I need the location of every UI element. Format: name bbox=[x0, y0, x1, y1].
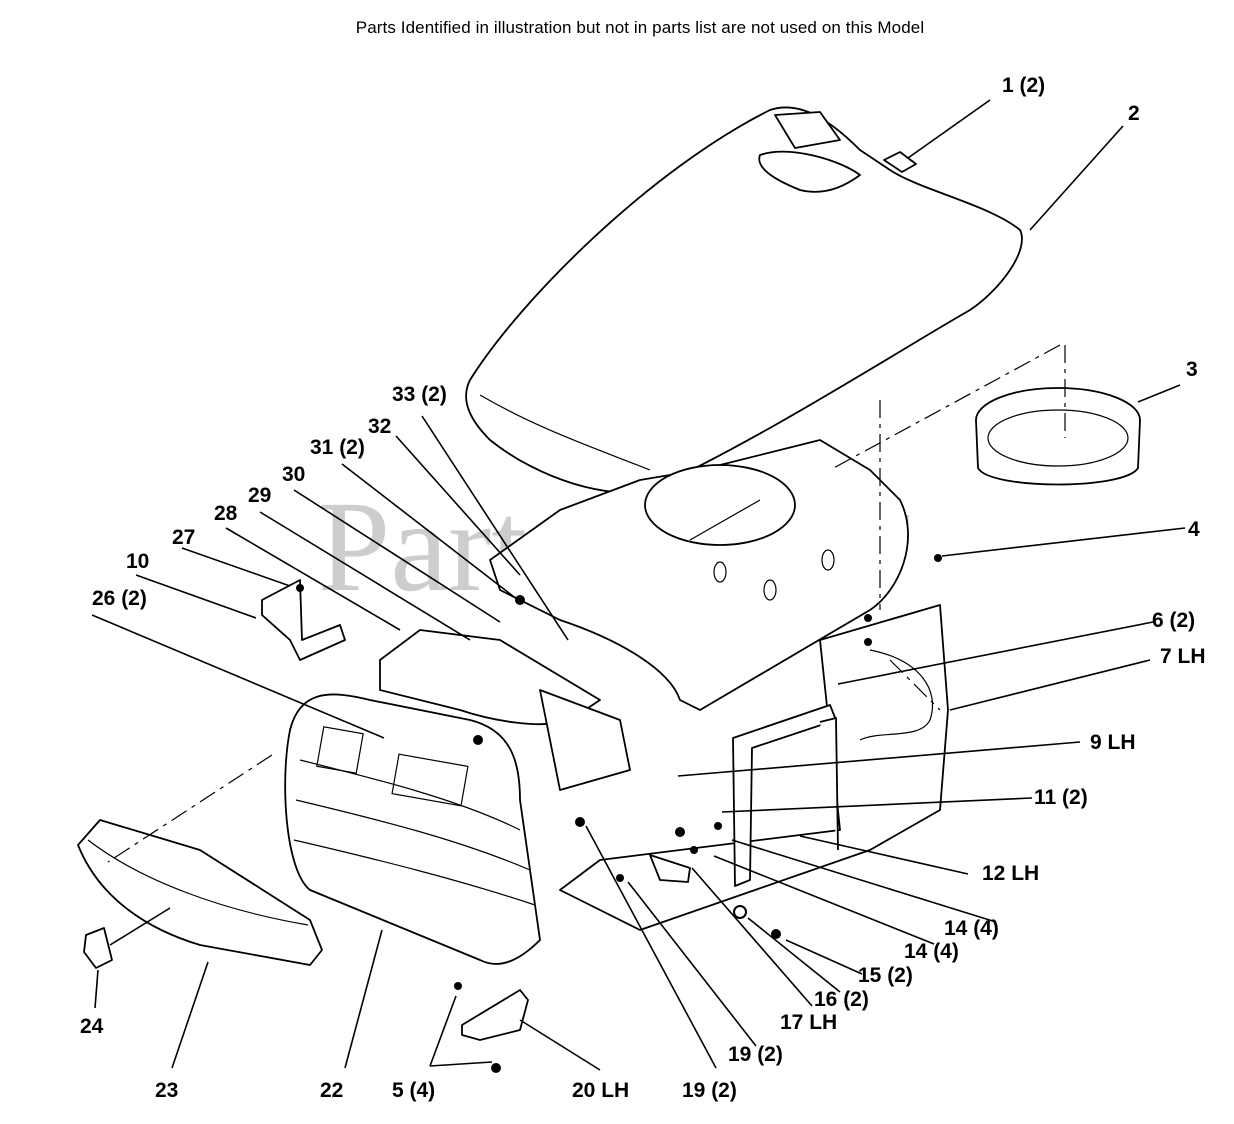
callout-label: 11 (2) bbox=[1034, 786, 1088, 809]
hardware-fasteners bbox=[296, 554, 942, 1073]
dash-panel-part bbox=[489, 439, 909, 711]
part-20-plate bbox=[461, 989, 529, 1041]
part-3-ring bbox=[975, 387, 1141, 486]
callout-label: 12 LH bbox=[982, 862, 1039, 885]
callout-label: 32 bbox=[368, 415, 391, 438]
axis-line bbox=[107, 754, 273, 863]
callout-label: 9 LH bbox=[1090, 731, 1136, 754]
callout-label: 30 bbox=[282, 463, 305, 486]
callout-label: 31 (2) bbox=[310, 436, 365, 459]
callout-label: 27 bbox=[172, 526, 195, 549]
callout-label: 26 (2) bbox=[92, 587, 147, 610]
callout-label: 24 bbox=[80, 1015, 104, 1038]
callout-label: 19 (2) bbox=[728, 1043, 783, 1066]
callout-label: 17 LH bbox=[780, 1011, 837, 1034]
axis-line bbox=[829, 344, 1061, 471]
header-note: Parts Identified in illustration but not… bbox=[355, 18, 925, 37]
callout-label: 22 bbox=[320, 1079, 343, 1102]
support-bracket-part bbox=[539, 689, 631, 791]
part-17-hinge bbox=[649, 854, 691, 883]
callout-label: 19 (2) bbox=[682, 1079, 737, 1102]
hood-part bbox=[465, 106, 1023, 494]
part-1-clip bbox=[883, 151, 917, 173]
callout-label: 16 (2) bbox=[814, 988, 869, 1011]
callout-label: 5 (4) bbox=[392, 1079, 435, 1102]
callout-label: 7 LH bbox=[1160, 645, 1206, 668]
part-24-emblem bbox=[83, 927, 113, 969]
callout-label: 15 (2) bbox=[858, 964, 913, 987]
leader-lines bbox=[91, 99, 1186, 1071]
callout-label: 3 bbox=[1186, 358, 1198, 381]
callout-label: 23 bbox=[155, 1079, 178, 1102]
callout-label: 20 LH bbox=[572, 1079, 629, 1102]
callout-labels: 1 (2) 2 3 4 6 (2) 7 LH 9 LH 11 (2) 12 LH… bbox=[80, 74, 1206, 1102]
callout-label: 10 bbox=[126, 550, 149, 573]
part-6-block bbox=[819, 717, 839, 851]
part-22-grille bbox=[284, 693, 541, 965]
side-panel-part bbox=[559, 604, 949, 931]
callout-label: 14 (4) bbox=[904, 940, 959, 963]
part-10-bracket bbox=[261, 579, 346, 661]
callout-label: 4 bbox=[1188, 518, 1200, 541]
callout-label: 6 (2) bbox=[1152, 609, 1195, 632]
callout-label: 14 (4) bbox=[944, 917, 999, 940]
part-23-bumper bbox=[77, 819, 323, 966]
callout-label: 33 (2) bbox=[392, 383, 447, 406]
callout-label: 1 (2) bbox=[1002, 74, 1045, 97]
callout-label: 29 bbox=[248, 484, 271, 507]
callout-label: 28 bbox=[214, 502, 238, 525]
axis-line bbox=[889, 659, 941, 711]
callout-label: 2 bbox=[1128, 102, 1140, 125]
